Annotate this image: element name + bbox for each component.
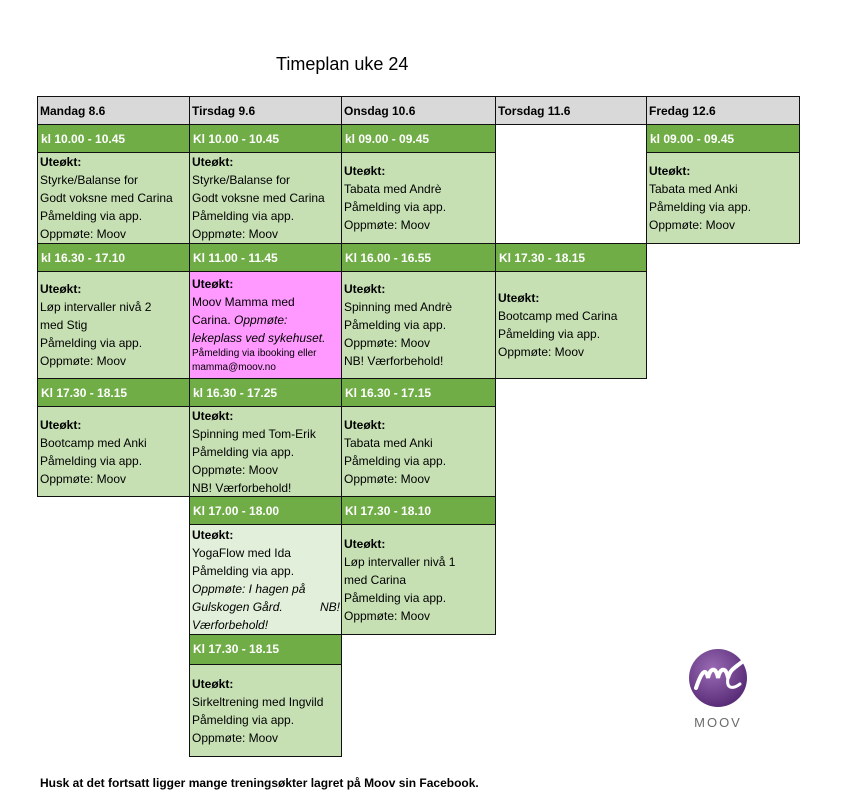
session-time: Kl 10.00 - 10.45 [189, 124, 342, 153]
session-time: Kl 17.00 - 18.00 [189, 496, 342, 525]
day-header-thursday: Torsdag 11.6 [495, 96, 647, 125]
moov-logo: MOOV [688, 648, 748, 730]
session-details-highlight: Uteøkt: Moov Mamma med Carina. Oppmøte: … [189, 271, 342, 379]
session-time: Kl 16.00 - 16.55 [341, 243, 496, 272]
session-details: Uteøkt: Sirkeltrening med Ingvild Påmeld… [189, 664, 342, 757]
session-time: Kl 17.30 - 18.10 [341, 496, 496, 525]
session-time: kl 16.30 - 17.25 [189, 378, 342, 407]
session-details: Uteøkt: Tabata med Andrè Påmelding via a… [341, 152, 496, 244]
session-details: Uteøkt: Bootcamp med Carina Påmelding vi… [495, 271, 647, 379]
session-details: Uteøkt: Styrke/Balanse for Godt voksne m… [189, 152, 342, 244]
session-time: Kl 17.30 - 18.15 [495, 243, 647, 272]
session-details: Uteøkt: Spinning med Andrè Påmelding via… [341, 271, 496, 379]
empty-cell [495, 124, 647, 244]
moov-logo-icon [689, 649, 747, 707]
session-details: Uteøkt: Tabata med Anki Påmelding via ap… [646, 152, 800, 244]
session-details: Uteøkt: Løp intervaller nivå 2 med Stig … [37, 271, 190, 379]
session-details: Uteøkt: Styrke/Balanse for Godt voksne m… [37, 152, 190, 244]
day-header-tuesday: Tirsdag 9.6 [189, 96, 342, 125]
session-time: kl 09.00 - 09.45 [341, 124, 496, 153]
session-details: Uteøkt: Spinning med Tom-Erik Påmelding … [189, 406, 342, 497]
session-time: kl 09.00 - 09.45 [646, 124, 800, 153]
page-title: Timeplan uke 24 [276, 54, 409, 74]
session-time: Kl 11.00 - 11.45 [189, 243, 342, 272]
session-time: Kl 17.30 - 18.15 [37, 378, 190, 407]
footer-note: Husk at det fortsatt ligger mange trenin… [40, 776, 479, 790]
session-details: Uteøkt: Løp intervaller nivå 1 med Carin… [341, 524, 496, 635]
day-header-friday: Fredag 12.6 [646, 96, 800, 125]
session-time: Kl 16.30 - 17.15 [341, 378, 496, 407]
session-details: Uteøkt: YogaFlow med Ida Påmelding via a… [189, 524, 342, 635]
session-details: Uteøkt: Tabata med Anki Påmelding via ap… [341, 406, 496, 497]
day-header-wednesday: Onsdag 10.6 [341, 96, 496, 125]
session-time: Kl 17.30 - 18.15 [189, 634, 342, 665]
session-time: kl 16.30 - 17.10 [37, 243, 190, 272]
session-details: Uteøkt: Bootcamp med Anki Påmelding via … [37, 406, 190, 497]
session-time: kl 10.00 - 10.45 [37, 124, 190, 153]
day-header-monday: Mandag 8.6 [37, 96, 190, 125]
moov-logo-text: MOOV [694, 715, 742, 730]
